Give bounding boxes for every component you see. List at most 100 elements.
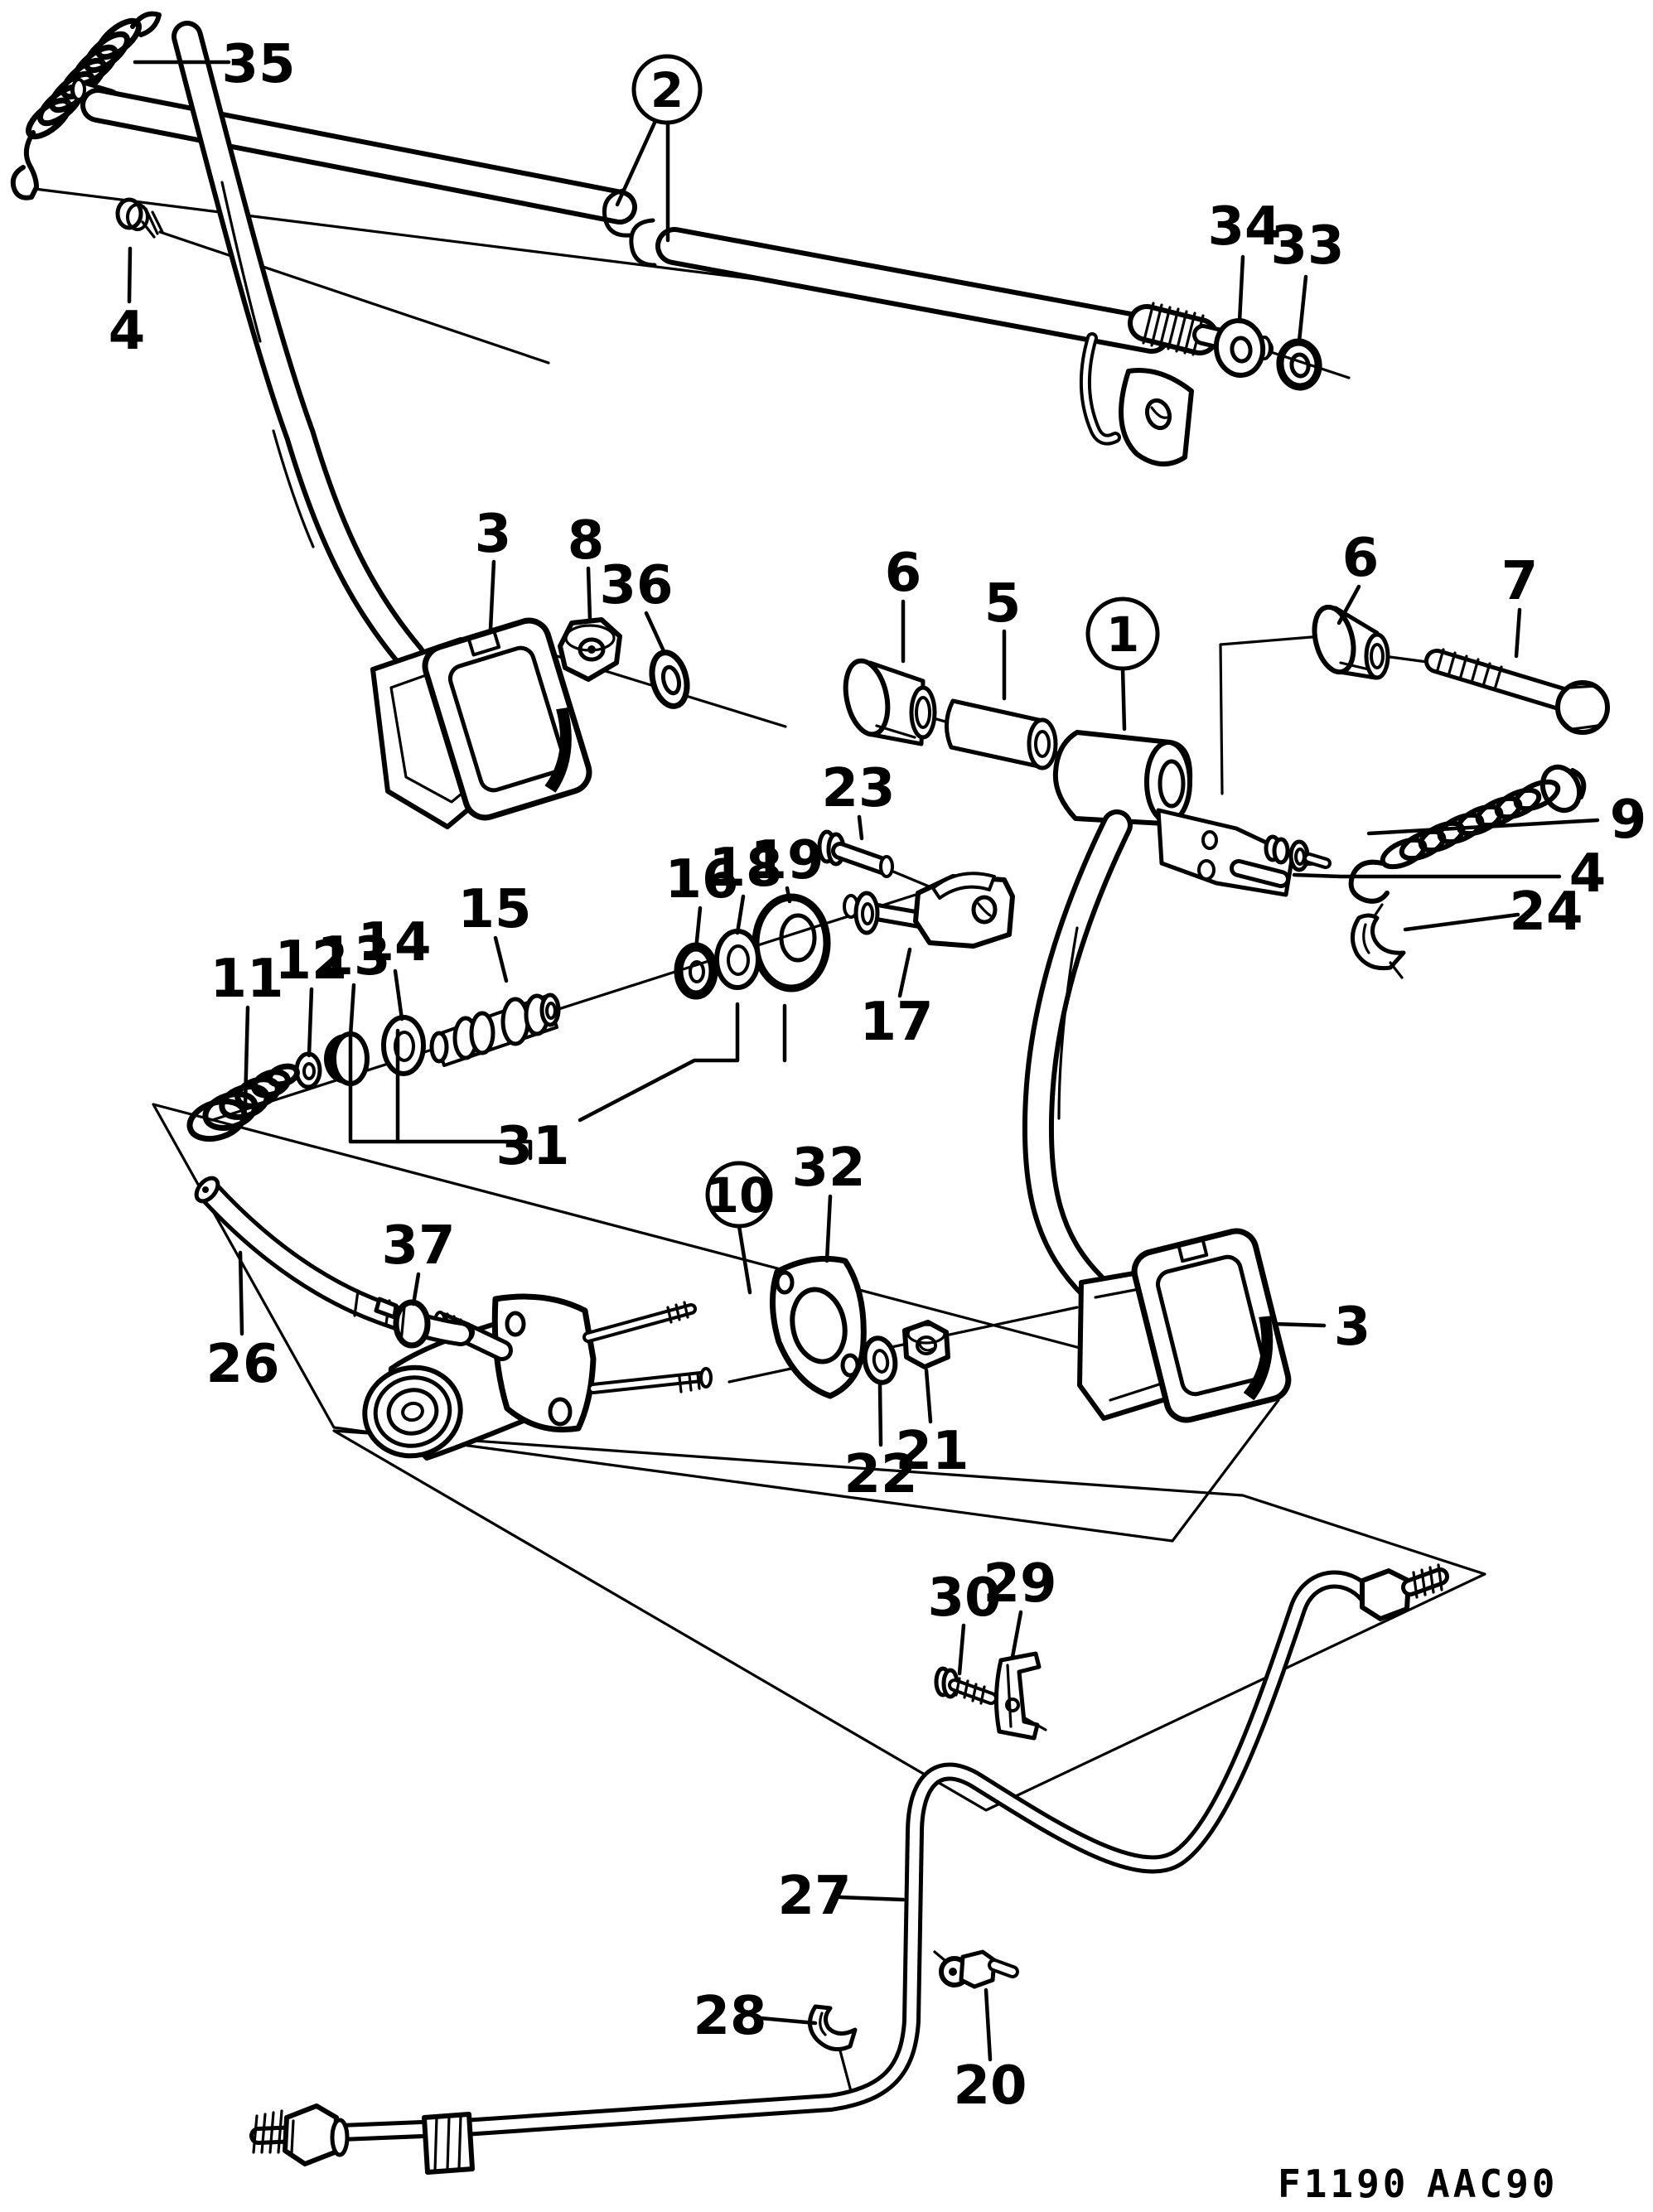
callout-7: 7 bbox=[1501, 551, 1539, 612]
callout-label-7: 7 bbox=[1501, 551, 1539, 612]
bushing-6-left bbox=[843, 658, 937, 746]
piston-parts-axis bbox=[210, 893, 917, 1122]
callout-2: 2 bbox=[631, 54, 703, 125]
callout-4-left: 4 bbox=[109, 301, 146, 362]
callout-label-5: 5 bbox=[984, 573, 1022, 635]
leader-26 bbox=[238, 1250, 244, 1336]
figure-code-right: AAC90 bbox=[1427, 2161, 1558, 2206]
clevis-17 bbox=[843, 872, 1015, 949]
bolt-4-right bbox=[1264, 834, 1332, 872]
callout-29: 29 bbox=[983, 1553, 1056, 1615]
hanger-strap bbox=[1079, 332, 1121, 446]
callout-label-4-left: 4 bbox=[109, 301, 146, 362]
pipe-union-right bbox=[1360, 1563, 1449, 1621]
cup-seal-13 bbox=[324, 1031, 370, 1086]
nut-21 bbox=[902, 1320, 950, 1369]
shaft-knurl bbox=[1128, 302, 1219, 356]
callout-32: 32 bbox=[791, 1137, 865, 1199]
callout-15: 15 bbox=[457, 879, 531, 940]
callout-label-28: 28 bbox=[693, 1986, 766, 2047]
bracket-line-right bbox=[1219, 635, 1323, 795]
callout-label-1: 1 bbox=[1106, 606, 1139, 663]
leader-17 bbox=[897, 947, 912, 998]
leader-13 bbox=[348, 983, 356, 1038]
callout-26: 26 bbox=[205, 1334, 279, 1395]
callout-19: 19 bbox=[750, 830, 824, 891]
leader-12 bbox=[307, 987, 314, 1058]
callout-label-29: 29 bbox=[983, 1553, 1056, 1615]
retainer-clip-24 bbox=[1351, 903, 1406, 979]
cylinder-axis bbox=[727, 1306, 1079, 1384]
washer-12 bbox=[294, 1051, 322, 1089]
pipe-union-left bbox=[252, 2103, 350, 2166]
callout-18: 18 bbox=[708, 838, 782, 899]
callout-27: 27 bbox=[777, 1866, 851, 1927]
callout-label-6-right: 6 bbox=[1342, 528, 1380, 589]
callout-label-11: 11 bbox=[210, 949, 283, 1010]
callout-35: 35 bbox=[221, 34, 295, 95]
leader-19 bbox=[785, 886, 792, 904]
callout-label-30: 30 bbox=[927, 1567, 1001, 1629]
callout-ring-1 bbox=[1085, 596, 1160, 671]
gasket-32 bbox=[770, 1255, 867, 1399]
callout-label-14: 14 bbox=[357, 912, 431, 973]
leader-14 bbox=[393, 968, 404, 1021]
callout-label-32: 32 bbox=[791, 1137, 865, 1199]
figure-code-left: F1190 bbox=[1278, 2161, 1409, 2206]
callout-label-6-left: 6 bbox=[885, 543, 922, 604]
leader-24 bbox=[1403, 912, 1520, 932]
return-spring-35 bbox=[10, 11, 162, 200]
callout-34: 34 bbox=[1207, 196, 1281, 258]
callout-6-right: 6 bbox=[1342, 528, 1380, 589]
callout-label-18: 18 bbox=[708, 838, 782, 899]
callout-label-36: 36 bbox=[599, 555, 673, 616]
pivot-shaft-2 bbox=[70, 78, 1274, 360]
callout-17: 17 bbox=[859, 992, 933, 1053]
leader-2a bbox=[615, 118, 658, 207]
leader-8 bbox=[586, 566, 592, 622]
callout-3-left: 3 bbox=[475, 504, 512, 565]
screw-30 bbox=[934, 1666, 998, 1705]
callout-10: 10 bbox=[705, 1161, 773, 1229]
pedal-pad-trim-3-left bbox=[422, 617, 592, 821]
callout-label-10: 10 bbox=[706, 1167, 773, 1224]
callout-16: 16 bbox=[665, 849, 738, 910]
callout-label-37: 37 bbox=[381, 1215, 455, 1277]
callout-label-3-right: 3 bbox=[1334, 1297, 1371, 1358]
callout-21: 21 bbox=[895, 1421, 969, 1482]
washer-18 bbox=[714, 929, 761, 990]
leader-9 bbox=[1366, 818, 1600, 836]
leader-33 bbox=[1297, 274, 1308, 344]
leader-18 bbox=[735, 894, 746, 935]
leader-3-right bbox=[1272, 1321, 1327, 1328]
pedal-pad-trim-3-right bbox=[1131, 1228, 1292, 1423]
callout-label-16: 16 bbox=[665, 849, 738, 910]
clip-29 bbox=[993, 1651, 1042, 1741]
figure-code: F1190 AAC90 bbox=[1278, 2161, 1558, 2206]
callout-label-24: 24 bbox=[1509, 881, 1583, 943]
callout-6-left: 6 bbox=[885, 543, 922, 604]
washer-22 bbox=[862, 1335, 898, 1385]
callout-3-right: 3 bbox=[1334, 1297, 1371, 1358]
callout-label-15: 15 bbox=[457, 879, 531, 940]
callout-label-13: 13 bbox=[317, 926, 390, 988]
bolt-4-left bbox=[115, 197, 164, 239]
callout-5: 5 bbox=[984, 573, 1022, 635]
callout-22: 22 bbox=[843, 1444, 917, 1505]
callout-label-19: 19 bbox=[750, 830, 824, 891]
piston-15 bbox=[429, 993, 561, 1067]
callout-23: 23 bbox=[821, 758, 895, 819]
master-cylinder-10 bbox=[362, 1293, 713, 1461]
brake-pedal-arm bbox=[172, 21, 426, 672]
pipe-sleeve bbox=[422, 2112, 475, 2175]
callout-label-35: 35 bbox=[221, 34, 295, 95]
fitting-20 bbox=[933, 1949, 1019, 1989]
callout-ring-10 bbox=[705, 1161, 773, 1229]
pedal-upper-plate bbox=[1156, 808, 1295, 897]
bushing-6-right bbox=[1312, 604, 1390, 680]
callout-12: 12 bbox=[274, 930, 348, 992]
leader-20 bbox=[984, 1987, 993, 2062]
leader-36 bbox=[644, 611, 667, 655]
hydraulic-pipe-27 bbox=[249, 1563, 1449, 2175]
